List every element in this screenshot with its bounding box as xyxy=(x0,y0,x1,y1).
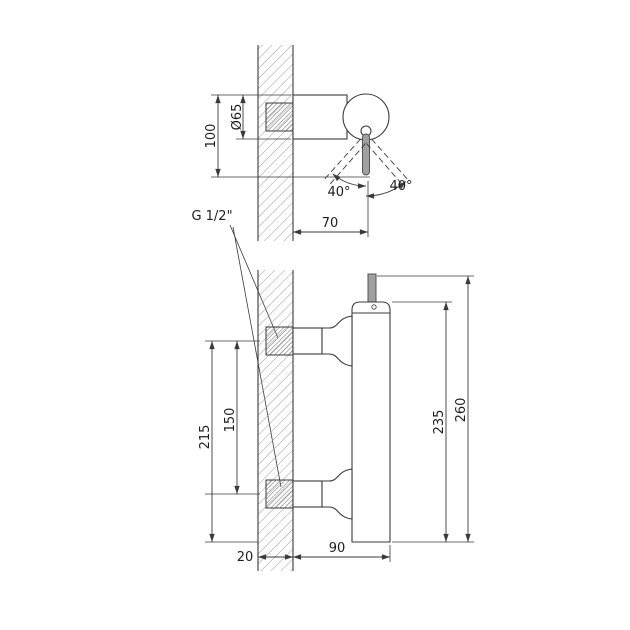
wall-hatch-front xyxy=(258,270,293,571)
handle-lever xyxy=(362,133,370,176)
dim-label-outer-span: 215 xyxy=(198,425,213,450)
outlet-pipe xyxy=(367,273,377,303)
dim-label-depth: 70 xyxy=(322,216,339,231)
angle-arc-right xyxy=(365,181,407,199)
angle-label-left: 40° xyxy=(327,185,350,200)
dim-label-diameter: Ø65 xyxy=(230,104,245,131)
inlet-fitting-top xyxy=(265,326,294,356)
dim-label-total-height: 260 xyxy=(454,398,469,423)
body-detail-dot xyxy=(371,304,377,310)
front-view: 215 150 235 260 20 90 xyxy=(198,270,474,571)
dim-label-projection: 90 xyxy=(329,541,346,556)
handle-swing-left xyxy=(322,138,366,187)
wall-section-side xyxy=(257,45,294,241)
inlet-fitting-bottom xyxy=(265,479,294,509)
thread-label: G 1/2" xyxy=(191,209,232,224)
connector-bottom xyxy=(265,468,353,520)
angle-label-right: 40° xyxy=(389,179,412,194)
wall-section-front xyxy=(257,270,294,571)
mixer-body xyxy=(351,301,391,543)
connector-top xyxy=(265,315,353,367)
dim-label-center-span: 150 xyxy=(223,408,238,433)
dim-label-height: 100 xyxy=(204,124,219,149)
connector-bell-bottom xyxy=(321,468,353,520)
valve-body-side xyxy=(292,94,348,140)
dim-label-body-height: 235 xyxy=(432,410,447,435)
connector-bell-top xyxy=(321,315,353,367)
dim-label-wall-thickness: 20 xyxy=(237,550,254,565)
connector-nut-bottom xyxy=(292,480,323,508)
inlet-fitting-side xyxy=(265,102,294,132)
side-view: 40° 40° Ø65 100 70 xyxy=(204,45,413,241)
wall-hatch-side xyxy=(258,45,293,241)
angle-arc-left xyxy=(332,173,367,189)
handle-swing-right xyxy=(366,138,410,187)
connector-nut-top xyxy=(292,327,323,355)
